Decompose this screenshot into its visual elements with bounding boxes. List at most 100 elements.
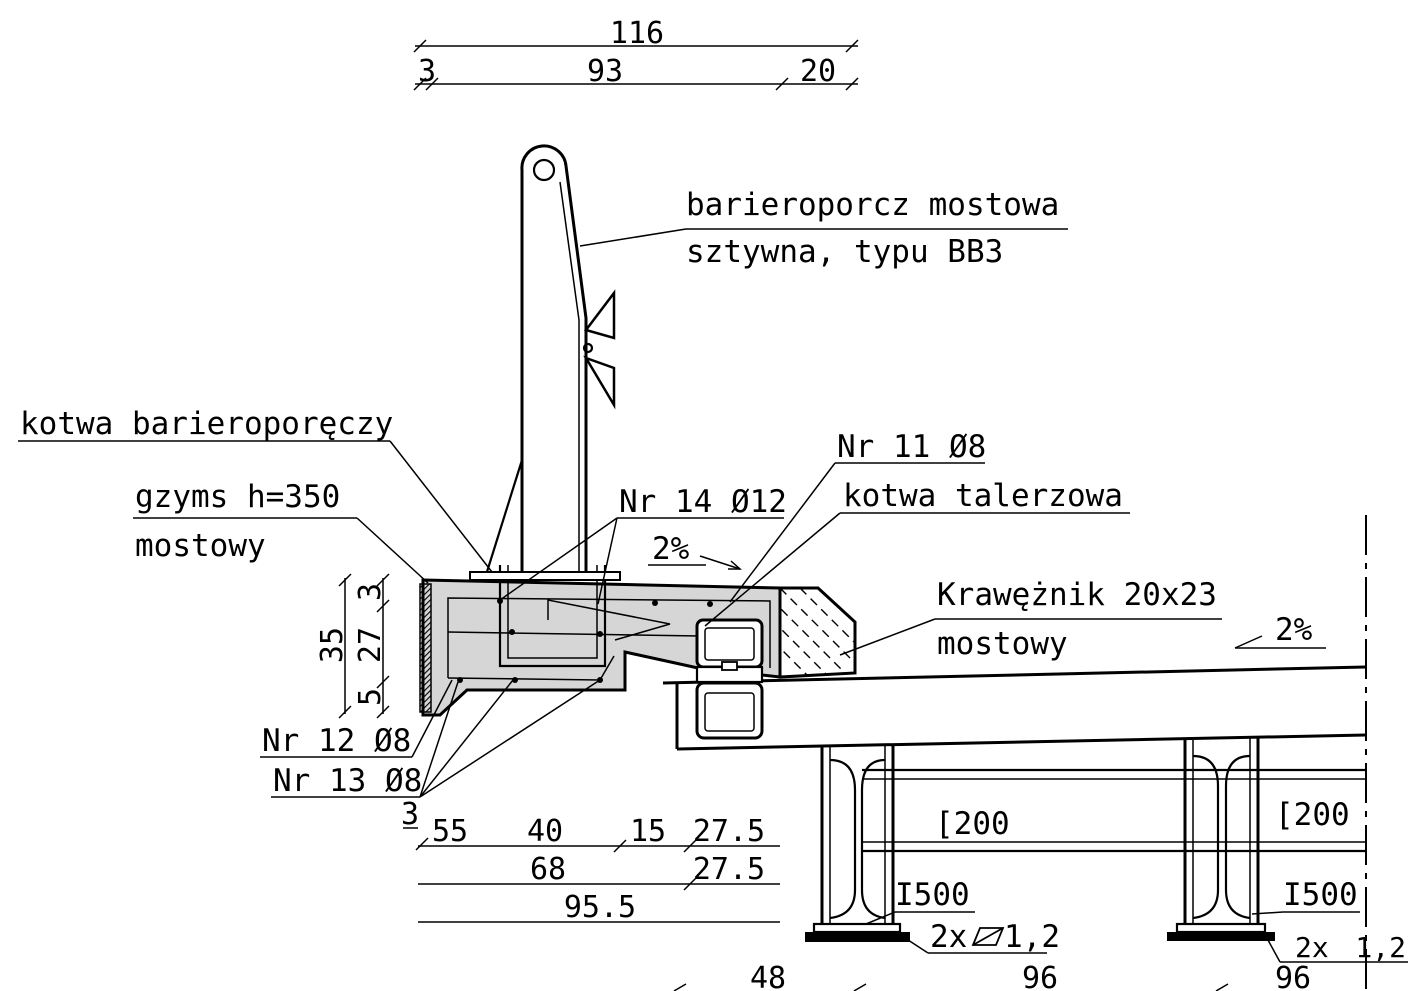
- dim-tick: [376, 705, 390, 719]
- dim-tick: [845, 77, 859, 91]
- reflector-bolt: [582, 342, 594, 354]
- barrier-label-line1: barieroporcz mostowa: [686, 187, 1059, 223]
- dim-tick: [1215, 983, 1229, 991]
- dim-row3-total: 95.5: [564, 890, 636, 925]
- dim-tick: [853, 983, 867, 991]
- rebar-dot: [652, 600, 658, 606]
- barrier-post-hole: [532, 158, 556, 182]
- leader-line: [904, 937, 929, 954]
- dim-tick: [683, 877, 697, 891]
- girder-web-right: [1224, 754, 1251, 920]
- leader-line: [356, 517, 429, 584]
- dim-tick: [425, 77, 439, 91]
- reflector-wing-upper: [583, 289, 616, 340]
- barrier-base-plate: [469, 571, 621, 581]
- leader-line: [419, 681, 459, 798]
- slope-left-value: 2%: [652, 531, 690, 567]
- barrier-post-outline: [520, 144, 588, 576]
- rebar-11-label: Nr 11 Ø8: [837, 429, 986, 465]
- dim-row2-a: 68: [530, 852, 566, 887]
- curb: [778, 586, 857, 679]
- rebar-12-label: Nr 12 Ø8: [262, 723, 411, 759]
- rebar-14-label: Nr 14 Ø12: [619, 484, 787, 520]
- leader-line: [411, 679, 453, 758]
- girder-web-right: [860, 758, 886, 920]
- dim-row1-c: 40: [527, 814, 563, 849]
- label-cornice: gzyms h=350 mostowy: [133, 479, 429, 584]
- reflector-wing-lower: [583, 355, 616, 410]
- u-anchor-outer: [498, 565, 607, 668]
- dim-tick: [338, 705, 352, 719]
- plate-count-label: 2x: [1295, 931, 1329, 964]
- rebar-dot: [509, 629, 515, 635]
- anchor-box-upper-inner: [704, 627, 755, 661]
- leader-line: [419, 679, 514, 798]
- girder-left: [805, 744, 910, 942]
- barrier-strut: [484, 459, 524, 576]
- dim-tick: [376, 599, 390, 613]
- dim-height-total: 35: [315, 627, 350, 663]
- label-curb: Krawężnik 20x23 mostowy: [839, 577, 1222, 662]
- spacing-a: 48: [750, 961, 786, 991]
- beam-label: I500: [1283, 877, 1358, 913]
- dim-tick: [413, 77, 427, 91]
- leader-line: [419, 679, 601, 798]
- barrier-post: [484, 144, 616, 576]
- side-dimensions: 35 3 27 5: [315, 573, 390, 719]
- label-slope-right: 2%: [1234, 612, 1326, 649]
- label-rebar-11: Nr 11 Ø8: [729, 429, 986, 603]
- plate-thickness-label: 1,2: [1355, 931, 1406, 964]
- spacing-c: 96: [1275, 961, 1311, 991]
- rebar-dot: [597, 631, 603, 637]
- channel-label: [200: [1275, 797, 1350, 833]
- dim-row2-b: 27.5: [693, 852, 765, 887]
- u-anchor-inner: [507, 565, 598, 659]
- dim-row1-a: 3: [401, 797, 419, 832]
- plate-thickness-label: 1,2: [1004, 919, 1060, 955]
- label-slope-left: 2%: [648, 531, 742, 570]
- curb-label-line1: Krawężnik 20x23: [937, 577, 1217, 613]
- dim-row1-d: 15: [630, 814, 666, 849]
- beam-label: I500: [895, 877, 970, 913]
- bearing-plate: [805, 932, 910, 942]
- dim-height-top: 3: [353, 583, 388, 601]
- dim-part-a: 3: [418, 54, 436, 89]
- barrier-label-line2: sztywna, typu BB3: [686, 234, 1003, 270]
- dim-row1-e: 27.5: [693, 814, 765, 849]
- cornice-face-hatch: [419, 583, 432, 713]
- girder-right-labels: [200 I500 2x 1,2: [1251, 797, 1408, 964]
- slope-arrow: [699, 555, 741, 570]
- top-dimensions: 116 3 93 20: [413, 16, 859, 91]
- barrier-anchor-label: kotwa barieroporęczy: [20, 406, 393, 442]
- plate-symbol-icon: [971, 927, 1005, 946]
- label-rebar-14: Nr 14 Ø12: [499, 484, 787, 605]
- plate-anchor-label: kotwa talerzowa: [843, 478, 1123, 514]
- girder-bottom-flange: [1175, 922, 1267, 934]
- dim-height-bottom: 5: [353, 688, 388, 706]
- dim-part-b: 93: [587, 54, 623, 89]
- rebar-mid: [447, 631, 701, 637]
- rebar-dot: [512, 677, 518, 683]
- slope-arrowhead: [728, 560, 742, 570]
- anchor-nut: [721, 661, 738, 671]
- leader-line: [499, 517, 618, 601]
- girder-spacing-dimensions: 48 96 96: [673, 961, 1311, 991]
- dim-tick: [376, 573, 390, 587]
- rebar-dot: [457, 677, 463, 683]
- label-barrier: barieroporcz mostowa sztywna, typu BB3: [579, 187, 1068, 270]
- deck-slab: [662, 665, 1367, 751]
- slab-bottom-edge: [676, 733, 1367, 751]
- girder-web-left: [829, 758, 857, 920]
- anchor-box-lower-inner: [704, 692, 755, 732]
- dim-height-mid: 27: [353, 627, 388, 663]
- plate-count-label: 2x: [930, 919, 967, 955]
- leader-line: [1251, 911, 1284, 915]
- slope-indicator: [1234, 635, 1263, 649]
- label-rebar-13: Nr 13 Ø8: [271, 679, 601, 799]
- cornice-label-line1: gzyms h=350: [135, 479, 340, 515]
- anchor-box-lower: [695, 681, 764, 740]
- dim-tick: [673, 983, 687, 991]
- slope-right-value: 2%: [1275, 612, 1313, 648]
- dim-tick: [775, 77, 789, 91]
- rebar-diagonal: [547, 599, 671, 641]
